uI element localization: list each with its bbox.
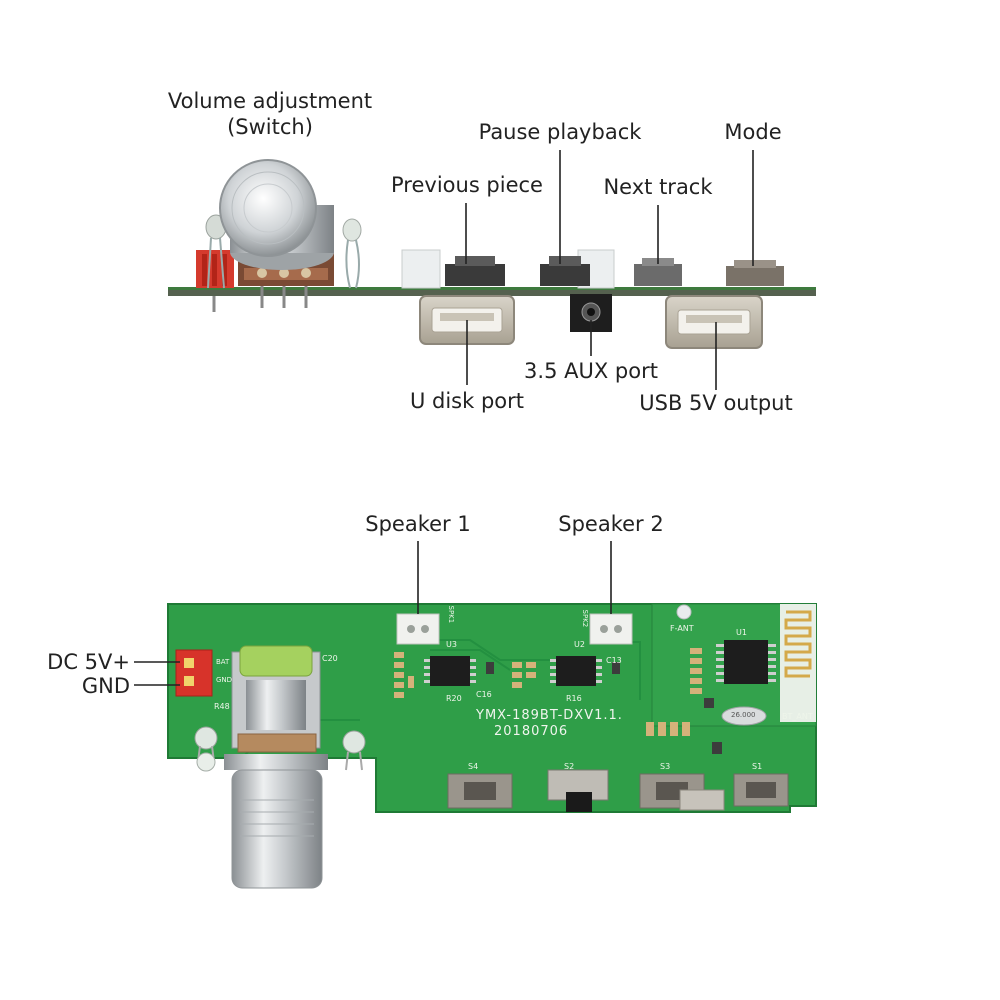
side-white-connector-1 (401, 249, 441, 289)
silk-bt-ant: BT_ANT (782, 712, 813, 721)
silk-r20: R20 (446, 694, 462, 703)
side-volume-knob (219, 159, 334, 270)
side-view-board (168, 150, 816, 390)
label-next-track: Next track (603, 175, 713, 199)
silk-bat: BAT (216, 658, 230, 666)
silk-r16: R16 (566, 694, 582, 703)
switch-s3 (639, 773, 725, 811)
silk-u2: U2 (574, 640, 585, 649)
silk-spk2: SPK2 (581, 609, 590, 628)
silk-s1: S1 (752, 762, 763, 771)
side-switch-pause (540, 256, 590, 286)
label-volume-adjustment: Volume adjustment (Switch) (168, 88, 372, 141)
silk-s3: S3 (660, 762, 671, 771)
silk-c20: C20 (322, 654, 338, 663)
silk-s2: S2 (564, 762, 575, 771)
label-dc-5v: DC 5V+ (47, 650, 130, 674)
label-aux-port: 3.5 AUX port (524, 359, 658, 383)
top-leader-lines (465, 150, 754, 390)
label-speaker-2: Speaker 2 (558, 512, 664, 536)
volume-knob-top (224, 645, 328, 889)
silk-c16: C16 (476, 690, 492, 699)
label-u-disk-port: U disk port (409, 389, 525, 413)
ic-u1 (716, 640, 776, 684)
led-right-top (342, 730, 366, 771)
f-ant-pad (676, 604, 692, 620)
label-volume-line1: Volume adjustment (167, 89, 373, 113)
silk-date: 20180706 (494, 724, 569, 739)
silk-spk1: SPK1 (447, 605, 456, 624)
side-switch-previous (445, 256, 505, 286)
silk-gnd: GND (216, 676, 233, 684)
side-pcb-top (168, 287, 816, 290)
label-speaker-1: Speaker 1 (365, 512, 471, 536)
bottom-leader-lines (134, 541, 612, 686)
silk-r48: R48 (214, 702, 230, 711)
label-previous-piece: Previous piece (391, 173, 543, 197)
crystal (721, 706, 767, 726)
label-gnd: GND (81, 674, 130, 698)
smd-components (394, 648, 702, 736)
speaker-2-connector (589, 613, 633, 645)
aux-jack-top (547, 769, 609, 812)
label-usb-5v-output: USB 5V output (639, 391, 793, 415)
speaker-1-connector (396, 613, 440, 645)
silk-f-ant: F-ANT (670, 624, 694, 633)
silk-c13: C13 (606, 656, 622, 665)
dc-power-connector (175, 649, 213, 697)
ic-u3 (424, 656, 476, 686)
label-pause-playback: Pause playback (478, 120, 642, 144)
silk-crystal: 26.000 (731, 711, 756, 719)
label-volume-line2: (Switch) (227, 115, 313, 140)
side-pcb-edge (168, 287, 816, 296)
bt-antenna-trace (784, 610, 812, 678)
ic-u2 (550, 656, 602, 686)
led-left-top (194, 726, 218, 772)
side-switch-mode (726, 260, 784, 286)
silk-u1: U1 (736, 628, 747, 637)
silk-model: YMX-189BT-DXV1.1. (476, 708, 623, 723)
silk-u3: U3 (446, 640, 457, 649)
top-view-board (134, 541, 817, 889)
switch-s1 (733, 773, 789, 807)
silk-s4: S4 (468, 762, 479, 771)
side-led-right (342, 218, 362, 242)
label-mode: Mode (724, 120, 782, 144)
switch-s4 (447, 773, 513, 809)
side-usb-output (665, 295, 763, 349)
